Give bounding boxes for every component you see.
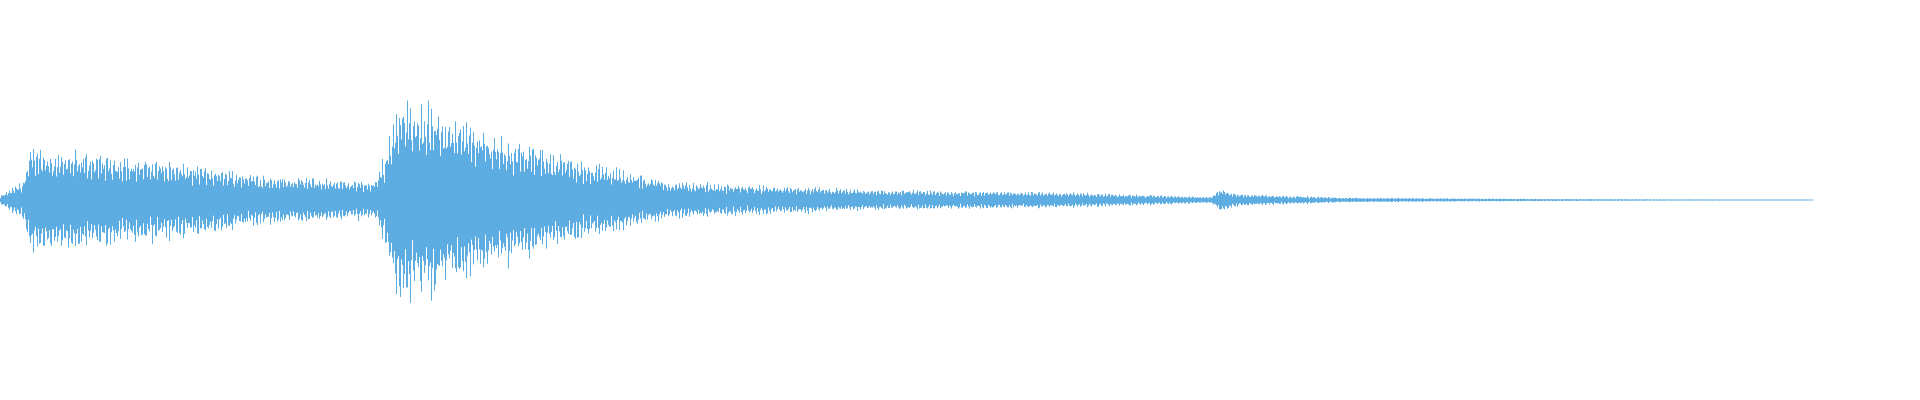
waveform-trace [0, 100, 1814, 303]
waveform-samples [0, 100, 1812, 303]
